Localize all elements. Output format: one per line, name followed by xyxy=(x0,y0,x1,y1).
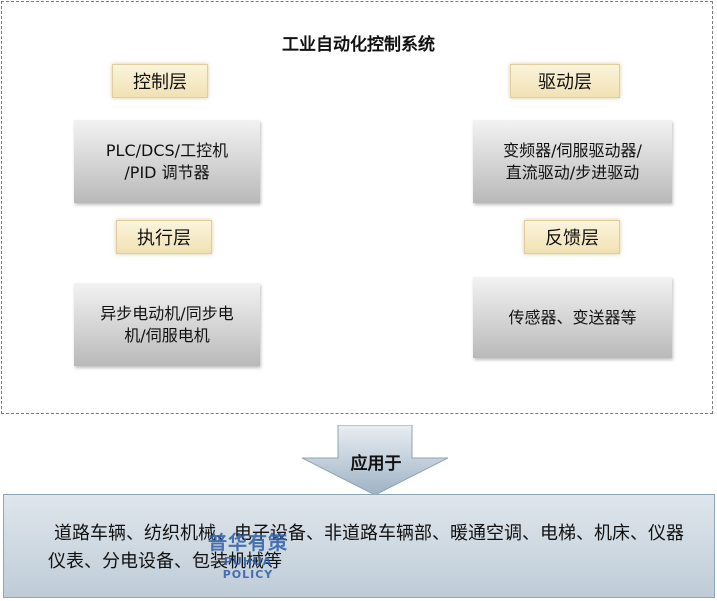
watermark-cn: 普华有策 xyxy=(207,532,288,554)
watermark-en: PUHUA POLICY xyxy=(222,555,274,581)
watermark-logo: 普华有策 PUHUA POLICY xyxy=(203,528,293,581)
execution-layer-box: 异步电动机/同步电 机/伺服电机 xyxy=(74,283,260,366)
drive-box-line-2: 直流驱动/步进驱动 xyxy=(505,162,640,182)
execution-box-line-1: 异步电动机/同步电 xyxy=(100,303,234,323)
control-layer-label: 控制层 xyxy=(112,64,208,98)
feedback-layer-box: 传感器、变送器等 xyxy=(473,277,672,358)
applications-box xyxy=(3,494,715,598)
applications-text: 道路车辆、纺织机械、电子设备、非道路车辆部、暖通空调、电梯、机床、仪器仪表、分电… xyxy=(48,523,684,572)
drive-layer-box: 变频器/伺服驱动器/ 直流驱动/步进驱动 xyxy=(473,120,672,203)
system-frame xyxy=(1,1,713,414)
diagram-title: 工业自动化控制系统 xyxy=(282,35,435,55)
drive-box-line-1: 变频器/伺服驱动器/ xyxy=(503,140,642,160)
drive-layer-label: 驱动层 xyxy=(510,64,620,98)
down-arrow-icon xyxy=(302,425,448,496)
execution-box-line-2: 机/伺服电机 xyxy=(124,325,210,345)
feedback-box-line-1: 传感器、变送器等 xyxy=(508,307,637,327)
control-box-line-2: /PID 调节器 xyxy=(124,162,210,182)
feedback-layer-label: 反馈层 xyxy=(524,220,620,254)
arrow-label: 应用于 xyxy=(350,454,402,474)
control-box-line-1: PLC/DCS/工控机 xyxy=(105,140,229,160)
execution-layer-label: 执行层 xyxy=(116,220,212,254)
control-layer-box: PLC/DCS/工控机 /PID 调节器 xyxy=(74,120,260,203)
